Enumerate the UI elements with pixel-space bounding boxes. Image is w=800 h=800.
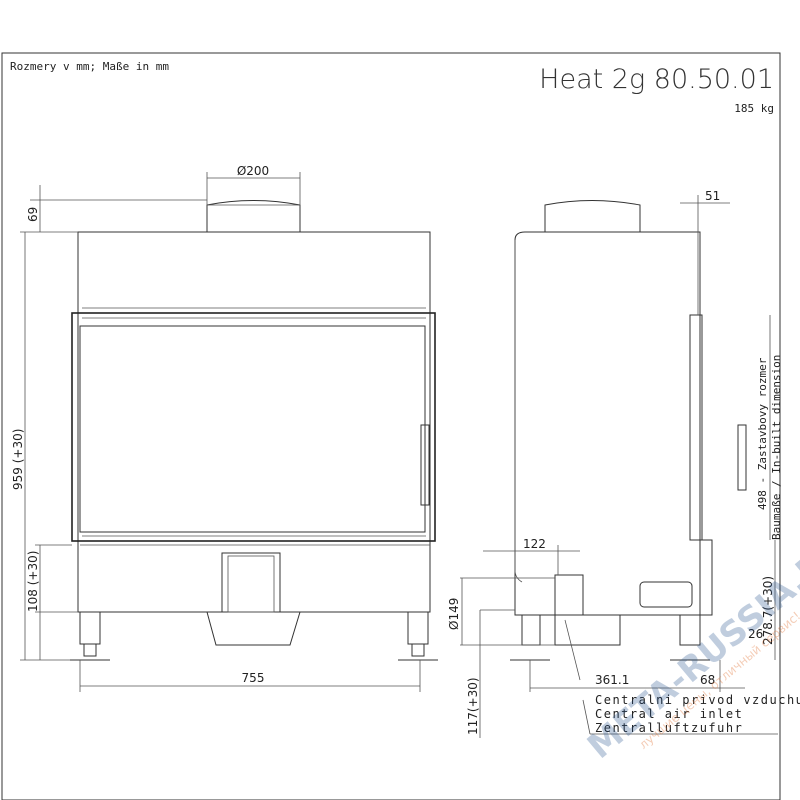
air-inlet-front [206,611,301,646]
door-handle [420,424,430,506]
dim-inlet-offset: 122 [523,537,546,551]
flue-collar [206,200,301,232]
side-view: 51 498 - Zastavbovy rozmer Baumaße / In-… [447,189,800,738]
foot-right [398,611,438,661]
front-view: Ø200 69 959 (+30) 108 (+30) 755 [11,164,438,692]
dim-side-height: 278.7(+30) [761,576,775,645]
drawing-frame [1,52,781,800]
dim-base: 108 (+30) [26,551,40,612]
side-handle [737,424,747,491]
foot-left [70,611,110,661]
side-door [689,314,703,541]
air-inlet-label-cz: Centralni privod vzduchu [595,693,800,707]
dim-inlet-diameter: Ø149 [447,598,461,630]
glass-frame [71,312,436,542]
dim-foot: 68 [700,673,715,687]
dim-flue-diameter: Ø200 [237,164,269,178]
dim-width: 755 [242,671,265,685]
air-box [221,552,281,613]
glass-door [79,325,426,533]
side-flue-collar [544,200,641,232]
dim-height: 959 (+30) [11,429,25,490]
model-title: Heat 2g 80.50.01 [539,64,774,95]
air-inlet-side [554,574,584,616]
units-note: Rozmery v mm; Maße in mm [10,60,169,73]
air-inlet-label-en: Central air inlet [595,707,743,721]
dim-top: 69 [26,207,40,222]
front-body [77,231,431,613]
dim-builtin: 498 - Zastavbovy rozmer [756,357,769,510]
dim-foot-h: 26 [748,627,763,641]
side-body [514,231,701,616]
dim-builtin-2: Baumaße / In-built dimension [770,355,783,540]
watermark-logo: META-RUSSIA.RU лучшие цены, отличный сер… [580,527,800,767]
nameplate [639,581,693,608]
dim-depth-top: 51 [705,189,720,203]
dim-inlet-height: 117(+30) [466,677,480,735]
weight-label: 185 kg [734,102,774,115]
dim-inlet-pos: 361.1 [595,673,629,687]
air-inlet-label-de: Zentralluftzufuhr [595,721,743,735]
